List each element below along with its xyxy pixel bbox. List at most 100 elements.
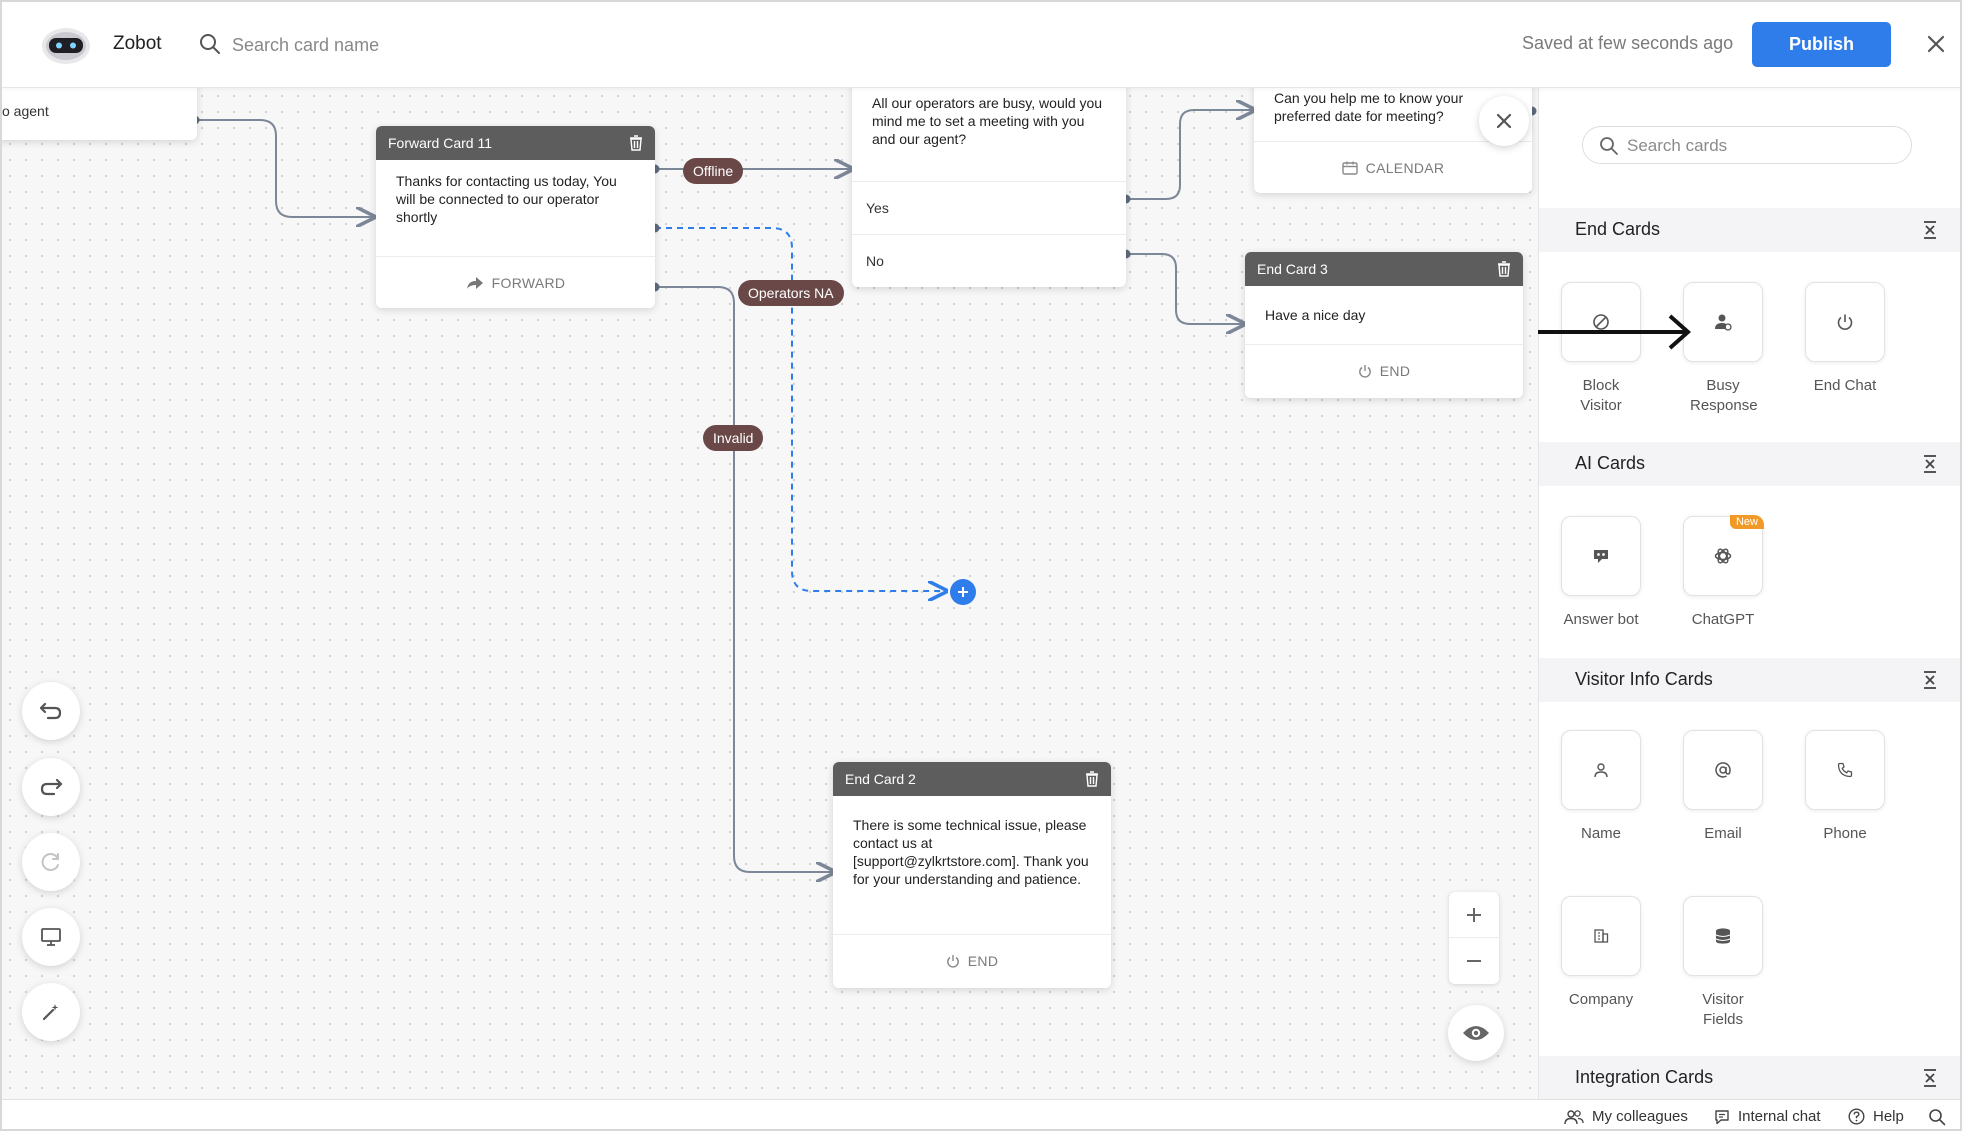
reset-button[interactable] <box>22 833 80 891</box>
internal-chat-label: Internal chat <box>1738 1108 1821 1125</box>
collapse-icon[interactable] <box>1923 221 1937 239</box>
end-card-2-title: End Card 2 <box>845 771 916 787</box>
internal-chat-link[interactable]: Internal chat <box>1714 1108 1821 1125</box>
section-integration-cards[interactable]: Integration Cards <box>1539 1056 1960 1099</box>
partial-card[interactable]: o agent <box>2 88 197 140</box>
connection-label-operators-na[interactable]: Operators NA <box>738 280 844 306</box>
power-icon <box>1837 314 1853 330</box>
tile-phone[interactable]: Phone <box>1784 730 1906 844</box>
calendar-card-footer: CALENDAR <box>1254 141 1532 193</box>
tile-label: Company <box>1568 991 1634 1008</box>
my-colleagues-label: My colleagues <box>1592 1108 1688 1125</box>
busy-options-card[interactable]: All our operators are busy, would you mi… <box>852 88 1126 287</box>
top-bar: Zobot Saved at few seconds ago Publish <box>2 2 1960 88</box>
flow-canvas[interactable]: o agent Forward Card 11 Thanks for conta… <box>2 88 1538 1099</box>
close-card-button[interactable] <box>1479 96 1529 146</box>
power-icon <box>1358 364 1371 378</box>
answer-bot-icon <box>1594 550 1608 563</box>
partial-card-text: o agent <box>2 88 197 119</box>
database-icon <box>1715 928 1731 944</box>
tile-label: Answer bot <box>1563 611 1639 628</box>
tile-name[interactable]: Name <box>1540 730 1662 844</box>
trash-icon[interactable] <box>1085 771 1099 787</box>
help-link[interactable]: Help <box>1848 1108 1904 1125</box>
close-icon[interactable] <box>1924 32 1948 56</box>
tile-end-chat[interactable]: End Chat <box>1784 282 1906 396</box>
trash-icon[interactable] <box>1497 261 1511 277</box>
trash-icon[interactable] <box>629 135 643 151</box>
colleagues-icon <box>1564 1109 1584 1124</box>
panel-search-input[interactable] <box>1627 134 1897 158</box>
minus-icon <box>1467 960 1481 962</box>
forward-card[interactable]: Forward Card 11 Thanks for contacting us… <box>376 126 655 308</box>
zoom-controls <box>1449 892 1499 984</box>
section-ai-cards[interactable]: AI Cards <box>1539 442 1960 486</box>
end-card-3-message: Have a nice day <box>1265 307 1366 323</box>
forward-icon <box>466 276 483 289</box>
card-library-panel: End Cards Block Visitor Busy Response En… <box>1538 88 1960 1099</box>
preview-screen-button[interactable] <box>22 908 80 966</box>
section-visitor-info-title: Visitor Info Cards <box>1575 669 1713 689</box>
pointer-arrow-icon <box>1538 314 1692 350</box>
collapse-icon[interactable] <box>1923 1069 1937 1087</box>
section-integration-title: Integration Cards <box>1575 1067 1714 1087</box>
help-label: Help <box>1873 1108 1904 1125</box>
redo-icon <box>40 778 63 796</box>
section-visitor-info-cards[interactable]: Visitor Info Cards <box>1539 658 1960 702</box>
tile-email[interactable]: Email <box>1662 730 1784 844</box>
plus-icon <box>958 587 968 597</box>
forward-card-footer-label: FORWARD <box>491 274 566 291</box>
block-icon <box>1593 314 1609 330</box>
end-card-3[interactable]: End Card 3 Have a nice day END <box>1245 252 1523 398</box>
busy-card-message: All our operators are busy, would you mi… <box>872 95 1103 147</box>
section-end-cards[interactable]: End Cards <box>1539 208 1960 252</box>
zoom-in-button[interactable] <box>1449 892 1499 938</box>
tile-label: Busy Response <box>1690 377 1758 414</box>
redo-button[interactable] <box>22 758 80 816</box>
bottom-bar: My colleagues Internal chat Help <box>2 1099 1960 1129</box>
calendar-icon <box>1341 161 1358 175</box>
connection-label-offline[interactable]: Offline <box>683 158 744 184</box>
preview-button[interactable] <box>1448 1005 1504 1061</box>
forward-card-title: Forward Card 11 <box>388 135 493 151</box>
end-card-3-footer-label: END <box>1379 362 1411 379</box>
collapse-icon[interactable] <box>1923 671 1937 689</box>
building-icon <box>1594 929 1609 943</box>
collapse-icon[interactable] <box>1923 455 1937 473</box>
publish-button[interactable]: Publish <box>1752 22 1891 67</box>
tile-busy-response[interactable]: Busy Response <box>1662 282 1784 416</box>
forward-card-message: Thanks for contacting us today, You will… <box>396 173 617 225</box>
forward-card-header: Forward Card 11 <box>376 126 655 160</box>
tile-block-visitor[interactable]: Block Visitor <box>1540 282 1662 416</box>
card-search-input[interactable] <box>232 30 532 60</box>
my-colleagues-link[interactable]: My colleagues <box>1564 1108 1688 1125</box>
tile-company[interactable]: Company <box>1540 896 1662 1010</box>
undo-button[interactable] <box>22 682 80 740</box>
search-icon <box>200 34 220 54</box>
tile-visitor-fields[interactable]: Visitor Fields <box>1662 896 1784 1030</box>
refresh-icon <box>41 853 59 871</box>
auto-arrange-button[interactable] <box>22 983 80 1041</box>
tile-label: ChatGPT <box>1691 611 1755 628</box>
option-no[interactable]: No <box>852 234 1126 287</box>
calendar-card-footer-label: CALENDAR <box>1365 159 1445 176</box>
app-name: Zobot <box>113 33 162 54</box>
tile-chatgpt[interactable]: New ChatGPT <box>1662 515 1784 630</box>
add-node-button[interactable] <box>950 579 976 605</box>
close-icon <box>1496 113 1512 129</box>
end-card-2[interactable]: End Card 2 There is some technical issue… <box>833 762 1111 988</box>
plus-icon <box>1467 907 1481 922</box>
tile-answer-bot[interactable]: Answer bot <box>1540 516 1662 630</box>
section-end-cards-title: End Cards <box>1575 219 1661 239</box>
panel-search-box[interactable] <box>1582 126 1912 164</box>
zoom-out-button[interactable] <box>1449 938 1499 984</box>
chatgpt-icon <box>1714 548 1732 564</box>
search-icon[interactable] <box>1928 1108 1946 1126</box>
connection-label-invalid[interactable]: Invalid <box>703 425 764 451</box>
phone-icon <box>1837 762 1853 778</box>
end-card-2-message: There is some technical issue, please co… <box>853 817 1089 887</box>
option-yes[interactable]: Yes <box>852 181 1126 234</box>
tile-label: Name <box>1580 825 1621 842</box>
chat-icon <box>1715 1109 1729 1124</box>
